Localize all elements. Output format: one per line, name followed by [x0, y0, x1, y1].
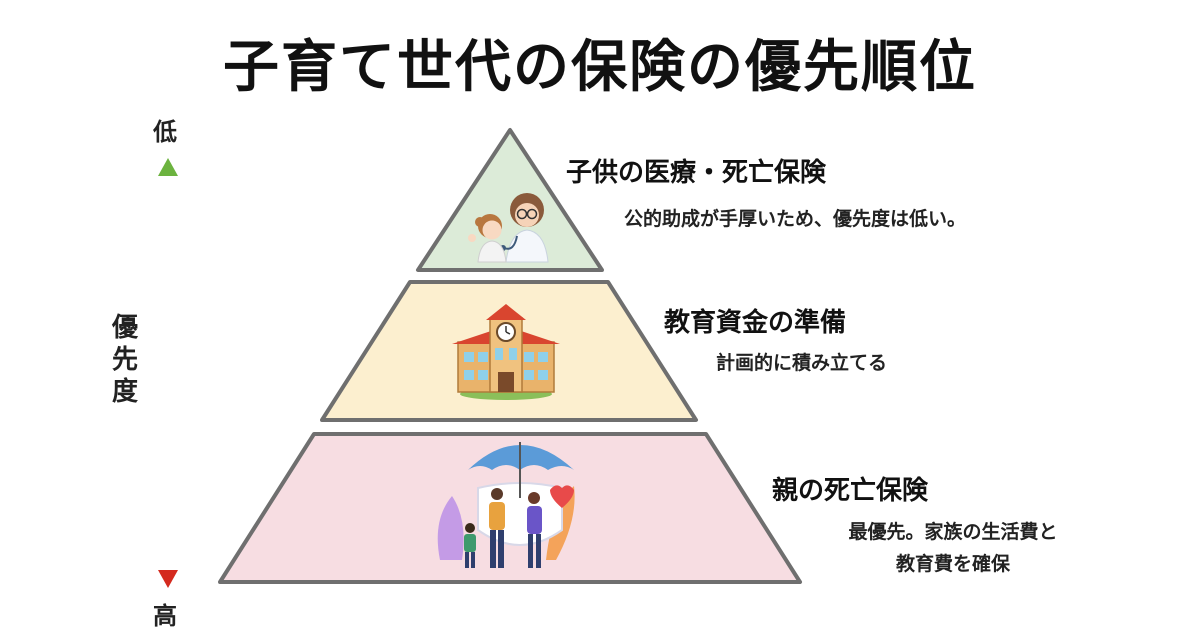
axis-high-label: 高 — [153, 602, 177, 630]
tier-middle-title: 教育資金の準備 — [664, 308, 847, 338]
axis-low-label: 低 — [153, 118, 177, 146]
school-building-icon — [452, 304, 560, 400]
page-title: 子育て世代の保険の優先順位 — [223, 35, 977, 100]
arrow-up-icon — [158, 158, 178, 176]
tier-bottom-description-line-2: 教育費を確保 — [895, 553, 1010, 575]
axis-name-label: 優先度 — [111, 313, 138, 407]
tier-top-description: 公的助成が手厚いため、優先度は低い。 — [624, 208, 967, 230]
family-under-umbrella-icon — [437, 442, 575, 568]
tier-middle-description: 計画的に積み立てる — [716, 352, 888, 374]
tier-bottom-title: 親の死亡保険 — [772, 476, 929, 506]
priority-axis — [158, 158, 178, 588]
tier-top-shape — [416, 128, 604, 272]
tier-bottom-description: 最優先。家族の生活費と 教育費を確保 — [818, 516, 1088, 580]
arrow-down-icon — [158, 570, 178, 588]
tier-top-title: 子供の医療・死亡保険 — [566, 158, 827, 188]
doctor-with-child-icon — [468, 193, 549, 263]
tier-bottom-description-line-1: 最優先。家族の生活費と — [848, 521, 1058, 543]
